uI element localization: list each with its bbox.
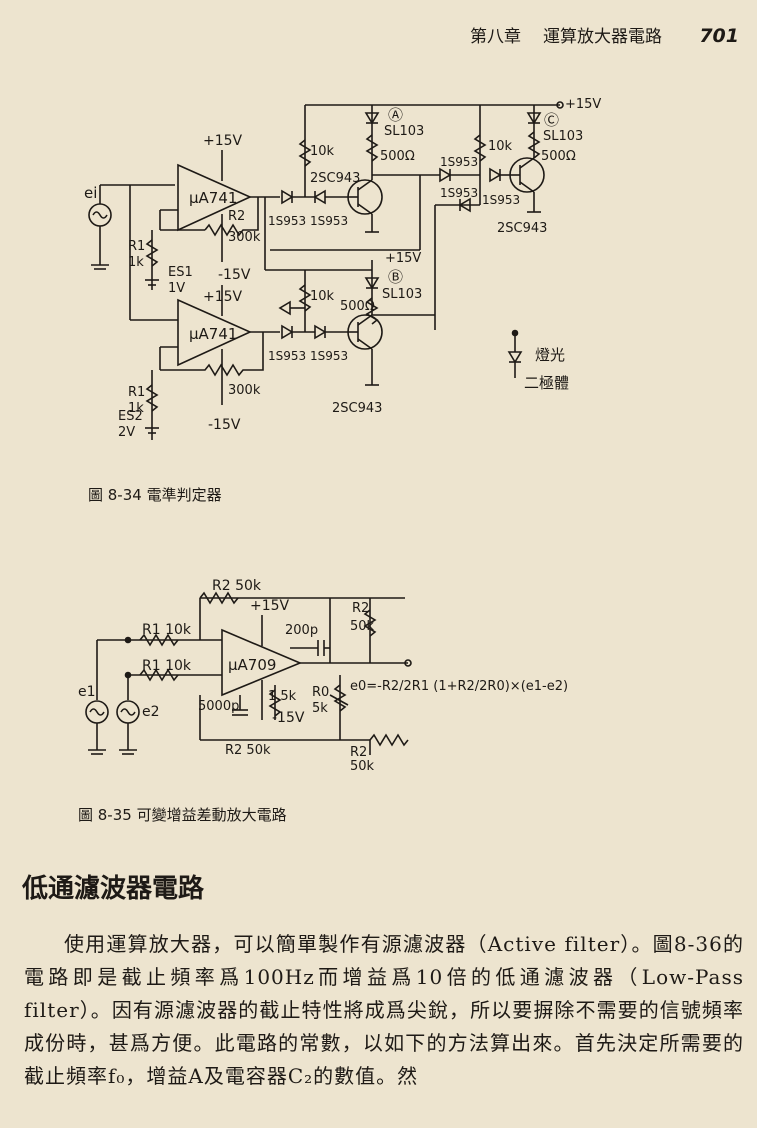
fig2-r1-top: R1 10k xyxy=(142,622,192,638)
differential-amplifier-schematic: R2 50k R1 10k R1 10k +15V -15V μA709 200… xyxy=(78,578,568,774)
fig2-e2: e2 xyxy=(142,704,160,720)
fig2-v15: +15V xyxy=(250,598,290,614)
fig1-v15-1: +15V xyxy=(203,133,243,149)
transistor-2 xyxy=(347,314,383,350)
legend-led-icon xyxy=(507,351,523,364)
fig1-v15-3: +15V xyxy=(385,251,421,266)
body-text: 使用運算放大器，可以簡單製作有源濾波器（Active filter）。圖8-36… xyxy=(24,928,744,1093)
fig1-diode-7: 1S953 xyxy=(482,193,520,207)
fig1-es2: ES2 xyxy=(118,409,143,424)
fig2-c5000p: 5000p xyxy=(198,699,239,714)
fig1-led-b: Ⓑ xyxy=(388,268,403,286)
page-number: 701 xyxy=(699,25,739,47)
led-a-icon xyxy=(364,112,380,125)
fig1-es1val: 1V xyxy=(168,281,185,296)
fig1-r1val-2: 1k xyxy=(128,401,144,416)
opamp-709 xyxy=(221,628,303,697)
fig1-vm15-1: -15V xyxy=(218,267,251,283)
fig1-legend-1: 燈光 xyxy=(535,346,565,364)
fig2-r0: R0 xyxy=(312,685,329,700)
fig1-es1: ES1 xyxy=(168,265,193,280)
fig1-diode-3: 1S953 xyxy=(268,349,306,363)
fig1-diode-4: 1S953 xyxy=(310,349,348,363)
fig1-r1-2: R1 xyxy=(128,385,145,400)
fig2-r1-bottom: R1 10k xyxy=(142,658,192,674)
fig1-led-1: SL103 xyxy=(384,124,424,139)
fig2-r15k: 1.5k xyxy=(268,689,297,704)
fig1-opamp2-label: μA741 xyxy=(189,325,237,343)
fig1-diode-5: 1S953 xyxy=(440,155,478,169)
fig1-opamp1-label: μA741 xyxy=(189,189,237,207)
fig1-r10k-2: 10k xyxy=(488,139,513,154)
led-b-icon xyxy=(364,277,380,290)
fig1-led-c: Ⓒ xyxy=(544,111,559,129)
fig1-r500-1: 500Ω xyxy=(380,149,415,164)
fig2-formula: e0=-R2/2R1 (1+R2/2R0)×(e1-e2) xyxy=(350,679,568,694)
fig1-led-2: SL103 xyxy=(543,129,583,144)
chapter-label: 第八章 xyxy=(470,27,521,47)
figure-8-34-caption: 圖 8-34 電準判定器 xyxy=(88,486,222,504)
transistor-3 xyxy=(509,157,545,193)
fig2-r50k-right: 50k xyxy=(350,619,375,634)
fig1-tr-2: 2SC943 xyxy=(332,401,382,416)
fig2-vm15: -15V xyxy=(272,710,305,726)
fig1-r500-3: 500Ω xyxy=(340,299,375,314)
fig1-led-a: Ⓐ xyxy=(388,106,403,124)
fig2-c200p: 200p xyxy=(285,623,318,638)
fig1-v15-2: +15V xyxy=(203,289,243,305)
fig2-r50k-bottom: 50k xyxy=(350,759,375,774)
section-title: 低通濾波器電路 xyxy=(22,874,205,904)
fig2-r2-top: R2 50k xyxy=(212,578,262,594)
fig1-es2val: 2V xyxy=(118,425,135,440)
level-detector-schematic: ei +15V -15V μA741 R2 300k R1 1k ES1 1V … xyxy=(84,97,601,440)
fig1-tr-3: 2SC943 xyxy=(497,221,547,236)
fig1-r1val-1: 1k xyxy=(128,255,144,270)
fig2-r2-bottom: R2 50k xyxy=(225,743,271,758)
fig2-r2-bottom-right: R2 xyxy=(350,745,367,760)
fig1-ei: ei xyxy=(84,184,97,202)
fig1-diode-1: 1S953 xyxy=(268,214,306,228)
fig1-led-3: SL103 xyxy=(382,287,422,302)
fig2-r0-val: 5k xyxy=(312,701,328,716)
fig1-r10k-3: 10k xyxy=(310,289,335,304)
fig1-r2val-1: 300k xyxy=(228,230,261,245)
page-header: 第八章 運算放大器電路 701 xyxy=(470,22,739,48)
transistor-1 xyxy=(347,179,383,215)
fig1-r10k-1: 10k xyxy=(310,144,335,159)
fig1-diode-6: 1S953 xyxy=(440,186,478,200)
chapter-title: 運算放大器電路 xyxy=(543,27,662,47)
fig2-r2-right: R2 xyxy=(352,601,369,616)
fig1-v15-4: +15V xyxy=(565,97,601,112)
fig1-vm15-2: -15V xyxy=(208,417,241,433)
paragraph: 使用運算放大器，可以簡單製作有源濾波器（Active filter）。圖8-36… xyxy=(24,932,744,1088)
fig1-legend-2: 二極體 xyxy=(524,374,569,392)
figure-8-35-caption: 圖 8-35 可變增益差動放大電路 xyxy=(78,806,287,824)
fig1-r500-2: 500Ω xyxy=(541,149,576,164)
fig1-r2-1: R2 xyxy=(228,209,245,224)
fig2-opamp-label: μA709 xyxy=(228,656,276,674)
led-c-icon xyxy=(526,112,542,125)
opamp-1 xyxy=(177,163,252,232)
fig1-r2val-2: 300k xyxy=(228,383,261,398)
fig2-e1: e1 xyxy=(78,684,96,700)
fig1-r1-1: R1 xyxy=(128,239,145,254)
opamp-2 xyxy=(177,298,252,367)
fig1-diode-2: 1S953 xyxy=(310,214,348,228)
fig1-tr-1: 2SC943 xyxy=(310,171,360,186)
